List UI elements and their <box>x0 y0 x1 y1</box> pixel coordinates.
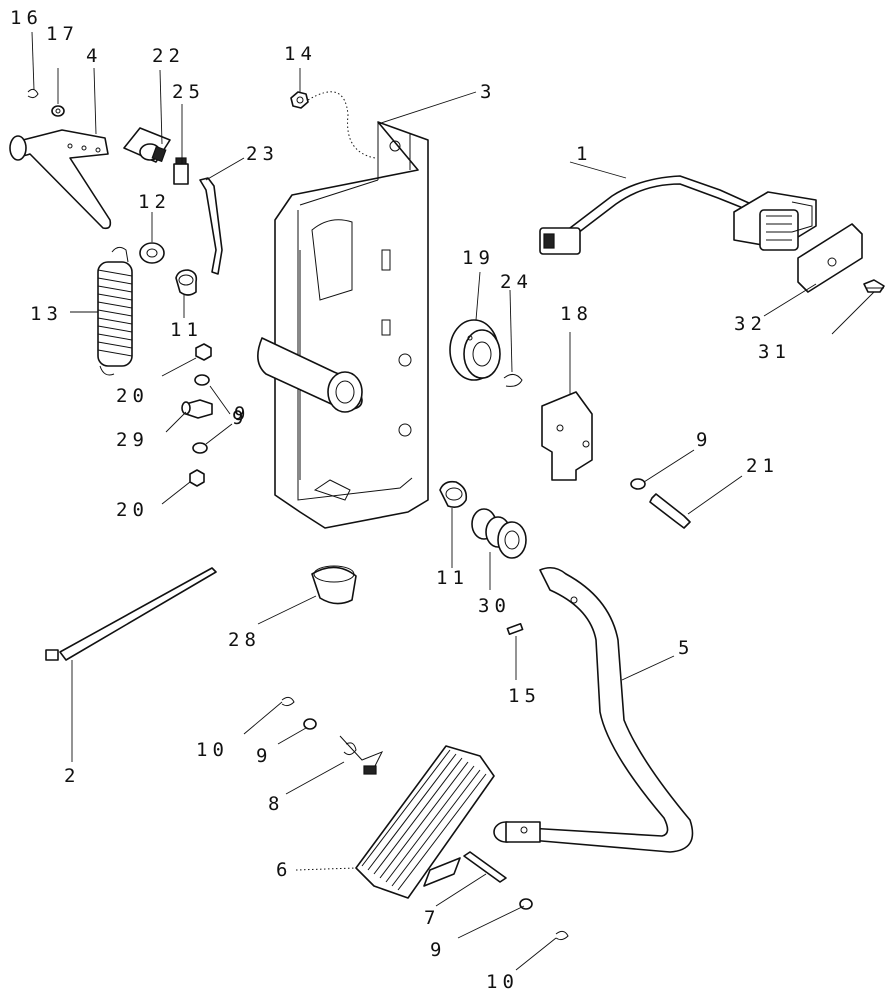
leader-lines <box>31 31 875 971</box>
part-32-cover <box>797 223 863 293</box>
part-22-switch <box>123 127 171 163</box>
part-11-bushing-upper <box>175 269 198 296</box>
callout-25: 25 <box>172 81 205 103</box>
callout-19: 19 <box>462 247 495 269</box>
callout-29: 29 <box>116 429 149 451</box>
callout-9-a: 9 <box>234 403 250 425</box>
callout-6: 6 <box>276 859 292 881</box>
callout-16: 16 <box>10 7 43 29</box>
callout-13: 13 <box>30 303 63 325</box>
callout-2: 2 <box>64 765 80 787</box>
part-6-pedal-pad <box>355 745 495 899</box>
part-11-bushing-lower <box>439 480 468 508</box>
callout-18: 18 <box>560 303 593 325</box>
part-30-washers <box>471 508 527 559</box>
part-3-pedal-bracket <box>257 121 429 529</box>
part-18-sensor <box>541 391 593 481</box>
callout-11-upper: 11 <box>170 319 203 341</box>
callout-10-a: 10 <box>196 739 229 761</box>
callout-17: 17 <box>46 23 79 45</box>
part-23-rod <box>199 177 223 275</box>
callout-1: 1 <box>576 143 592 165</box>
part-16-clip <box>27 88 39 99</box>
part-24-clip <box>503 374 523 387</box>
callout-9-b: 9 <box>232 407 248 429</box>
callout-20-lower: 20 <box>116 499 149 521</box>
part-9-washer-a <box>194 374 210 386</box>
part-10-clip-a <box>281 696 295 707</box>
part-19-bearing <box>449 319 501 381</box>
part-5-pedal-arm <box>493 566 694 853</box>
callout-14: 14 <box>284 43 317 65</box>
part-7-pin <box>463 851 507 883</box>
callout-22: 22 <box>152 45 185 67</box>
callout-5: 5 <box>678 637 694 659</box>
part-25-connector <box>173 157 189 185</box>
part-20-nut-upper <box>195 343 212 361</box>
callout-7: 7 <box>424 907 440 929</box>
part-2-cable-tie <box>45 567 217 661</box>
part-17-washer <box>51 105 65 117</box>
part-4-lever-shaft <box>9 129 112 230</box>
part-9-washer-b <box>192 442 208 454</box>
callout-23: 23 <box>246 143 279 165</box>
callout-21: 21 <box>746 455 779 477</box>
callout-28: 28 <box>228 629 261 651</box>
callout-20-upper: 20 <box>116 385 149 407</box>
part-8-spring-clip <box>339 735 384 775</box>
part-10-clip-b <box>555 930 569 941</box>
callout-10-b: 10 <box>486 971 519 993</box>
part-29-pin <box>181 399 213 419</box>
callout-4: 4 <box>86 45 102 67</box>
part-20-nut-lower <box>189 469 205 487</box>
part-21-bolt <box>649 493 691 529</box>
part-9-washer-c <box>630 478 646 490</box>
callout-9-d: 9 <box>256 745 272 767</box>
callout-32: 32 <box>734 313 767 335</box>
callout-9-e: 9 <box>430 939 446 961</box>
part-12-washer <box>139 242 165 264</box>
part-1-wiring-harness <box>539 175 817 255</box>
callout-labels: 3 14 4 16 17 22 25 23 12 13 11 20 9 29 9… <box>10 7 791 993</box>
part-28-grommet <box>311 565 357 605</box>
part-14-nut <box>290 91 376 159</box>
part-13-spring <box>97 246 133 376</box>
callout-31: 31 <box>758 341 791 363</box>
callout-3: 3 <box>480 81 496 103</box>
part-31-screw <box>863 279 885 293</box>
callout-12: 12 <box>138 191 171 213</box>
callout-8: 8 <box>268 793 284 815</box>
callout-24: 24 <box>500 271 533 293</box>
callout-30: 30 <box>478 595 511 617</box>
part-9-washer-d <box>303 718 317 730</box>
callout-11-lower: 11 <box>436 567 469 589</box>
part-15-pin <box>506 622 524 636</box>
callout-15: 15 <box>508 685 541 707</box>
callout-9-c: 9 <box>696 429 712 451</box>
